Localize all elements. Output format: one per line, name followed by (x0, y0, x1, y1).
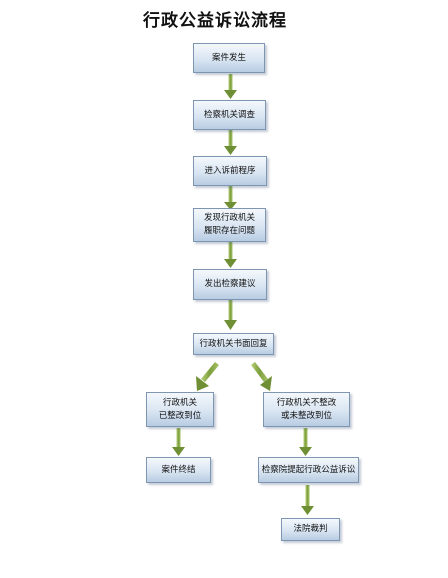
node-find-agency-duty-problem: 发现行政机关 履职存在问题 (193, 208, 266, 242)
arrow-n3-n4 (224, 186, 237, 210)
diagram-title: 行政公益诉讼流程 (143, 11, 287, 31)
arrow-n4-n5 (224, 242, 237, 268)
arrow-n6-n8 (251, 362, 272, 391)
arrow-n7-n9 (172, 428, 185, 456)
node-agency-not-rectified: 行政机关不整改 或未整改到位 (263, 392, 350, 427)
node-procuratorate-investigation: 检察机关调查 (193, 100, 266, 130)
node-pre-litigation-procedure: 进入诉前程序 (193, 156, 267, 186)
node-issue-procuratorial-recommendation: 发出检察建议 (193, 269, 267, 300)
arrow-n8-n10 (299, 428, 312, 456)
arrow-n6-n7 (196, 362, 219, 391)
node-case-occurs: 案件发生 (193, 43, 265, 73)
node-agency-written-reply: 行政机关书面回复 (193, 333, 274, 355)
arrow-n2-n3 (224, 130, 237, 155)
node-agency-rectified: 行政机关 已整改到位 (146, 392, 214, 427)
node-court-judgment: 法院裁判 (281, 518, 340, 541)
node-case-closed: 案件终结 (146, 457, 211, 483)
arrow-n5-n6 (224, 300, 237, 330)
arrow-n1-n2 (224, 74, 237, 99)
arrow-n10-n11 (301, 485, 314, 515)
node-file-public-interest-litigation: 检察院提起行政公益诉讼 (258, 457, 359, 483)
